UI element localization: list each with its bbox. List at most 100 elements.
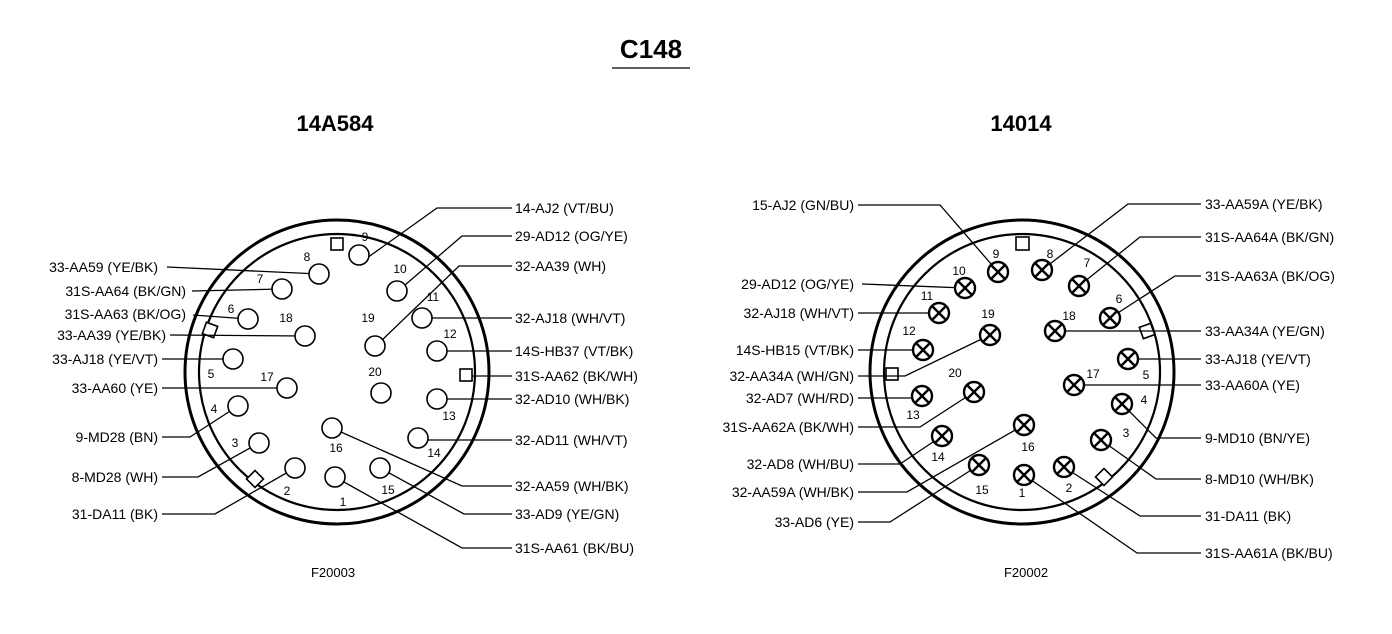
left-leader-1 xyxy=(334,476,512,549)
left-label-pin17: 33-AA60 (YE) xyxy=(72,380,158,396)
right-pin-group xyxy=(910,258,1140,487)
diagram-title: C148 xyxy=(620,34,682,64)
left-pin-1 xyxy=(324,466,346,488)
left-leader-19 xyxy=(380,265,512,342)
left-pin-6 xyxy=(237,308,259,330)
left-num-20: 20 xyxy=(368,365,382,379)
right-leader-1 xyxy=(1023,474,1201,554)
right-pin-17 xyxy=(1062,373,1086,397)
right-inner-ring xyxy=(882,232,1162,512)
right-leader-9 xyxy=(858,204,999,273)
left-label-pin8: 33-AA59 (YE/BK) xyxy=(49,259,158,275)
right-pin-18 xyxy=(1043,319,1067,343)
left-label-pin14: 32-AD11 (WH/VT) xyxy=(515,432,628,448)
right-pin-7 xyxy=(1067,274,1091,298)
right-label-pin17: 33-AA60A (YE) xyxy=(1205,377,1300,393)
left-label-pin10: 29-AD12 (OG/YE) xyxy=(515,228,628,244)
left-num-4: 4 xyxy=(211,402,218,416)
left-connector: 14A584 xyxy=(49,111,638,580)
left-leader-9 xyxy=(366,207,512,259)
left-num-19: 19 xyxy=(361,311,375,325)
left-leader-18 xyxy=(169,334,306,337)
left-pin-19 xyxy=(364,335,386,357)
right-pin-19 xyxy=(978,323,1002,347)
right-leader-10 xyxy=(861,283,966,289)
right-leader-16 xyxy=(858,424,1025,493)
right-label-pin16: 32-AA59A (WH/BK) xyxy=(732,484,854,500)
left-label-key-right: 31S-AA62 (BK/WH) xyxy=(515,368,638,384)
right-leader-20 xyxy=(858,391,975,428)
right-num-14: 14 xyxy=(931,450,945,464)
left-num-18: 18 xyxy=(279,311,293,325)
right-num-12: 12 xyxy=(902,324,916,338)
right-num-18: 18 xyxy=(1062,309,1076,323)
right-num-8: 8 xyxy=(1047,247,1054,261)
right-num-19: 19 xyxy=(981,307,995,321)
right-pin-20 xyxy=(962,380,986,404)
right-leader-6 xyxy=(1109,275,1201,319)
left-pin-2 xyxy=(284,457,306,479)
right-label-pin19: 32-AA34A (WH/GN) xyxy=(730,368,854,384)
right-pin-14 xyxy=(930,424,954,448)
left-pin-18 xyxy=(294,325,316,347)
left-num-3: 3 xyxy=(232,436,239,450)
left-pin-7 xyxy=(271,278,293,300)
right-pin-3 xyxy=(1089,428,1113,452)
right-part-number: 14014 xyxy=(990,111,1052,136)
left-num-5: 5 xyxy=(208,367,215,381)
right-pin-13 xyxy=(910,384,934,408)
right-leader-3 xyxy=(1100,439,1201,480)
right-leader-7 xyxy=(1078,236,1201,287)
right-connector: 14014 9 8 10 7 11 xyxy=(723,111,1335,580)
right-label-pin5: 33-AJ18 (YE/VT) xyxy=(1205,351,1311,367)
right-pin-12 xyxy=(911,338,935,362)
left-num-11: 11 xyxy=(427,290,440,304)
right-num-9: 9 xyxy=(993,247,1000,261)
right-label-pin13: 32-AD7 (WH/RD) xyxy=(746,390,854,406)
left-pin-20 xyxy=(370,382,392,404)
right-key-left xyxy=(885,367,899,381)
right-pin-9 xyxy=(986,260,1010,284)
left-label-pin11: 32-AJ18 (WH/VT) xyxy=(515,310,625,326)
right-pin-8 xyxy=(1030,258,1054,282)
left-inner-ring xyxy=(197,232,477,512)
right-num-6: 6 xyxy=(1116,292,1123,306)
right-num-20: 20 xyxy=(948,366,962,380)
left-num-7: 7 xyxy=(257,272,264,286)
left-label-pin18: 33-AA39 (YE/BK) xyxy=(57,327,166,343)
left-pin-12 xyxy=(426,340,448,362)
left-pin-10 xyxy=(386,280,408,302)
right-pin-15 xyxy=(967,453,991,477)
left-label-pin12: 14S-HB37 (VT/BK) xyxy=(515,343,633,359)
left-leader-8 xyxy=(166,266,320,275)
left-label-pin2: 31-DA11 (BK) xyxy=(72,506,158,522)
left-label-pin6: 31S-AA63 (BK/OG) xyxy=(65,306,186,322)
left-leader-4 xyxy=(162,405,239,438)
right-pin-5 xyxy=(1116,347,1140,371)
left-key-bottom xyxy=(245,469,265,489)
left-leader-3 xyxy=(162,442,260,478)
right-pin-6 xyxy=(1098,306,1122,330)
right-leader-14 xyxy=(858,435,943,465)
right-key-top xyxy=(1015,236,1030,251)
left-label-pin7: 31S-AA64 (BK/GN) xyxy=(65,283,186,299)
right-label-pin14: 32-AD8 (WH/BU) xyxy=(747,456,854,472)
right-num-11: 11 xyxy=(921,289,934,303)
left-label-pin3: 8-MD28 (WH) xyxy=(72,469,158,485)
left-num-12: 12 xyxy=(443,327,457,341)
left-num-17: 17 xyxy=(260,370,274,384)
left-pin-15 xyxy=(369,457,391,479)
right-label-pin1: 31S-AA61A (BK/BU) xyxy=(1205,545,1333,561)
right-label-pin12: 14S-HB15 (VT/BK) xyxy=(736,342,854,358)
right-leader-2 xyxy=(1063,466,1201,517)
right-key-bottom xyxy=(1094,467,1114,487)
right-label-pin3: 8-MD10 (WH/BK) xyxy=(1205,471,1314,487)
right-leader-4 xyxy=(1121,403,1201,439)
right-pin-16 xyxy=(1012,413,1036,437)
left-leader-7 xyxy=(191,288,283,292)
left-num-8: 8 xyxy=(304,250,311,264)
right-outer-ring xyxy=(868,218,1176,526)
right-label-pin11: 32-AJ18 (WH/VT) xyxy=(744,305,854,321)
right-leader-8 xyxy=(1041,203,1201,271)
left-pin-11 xyxy=(411,307,433,329)
